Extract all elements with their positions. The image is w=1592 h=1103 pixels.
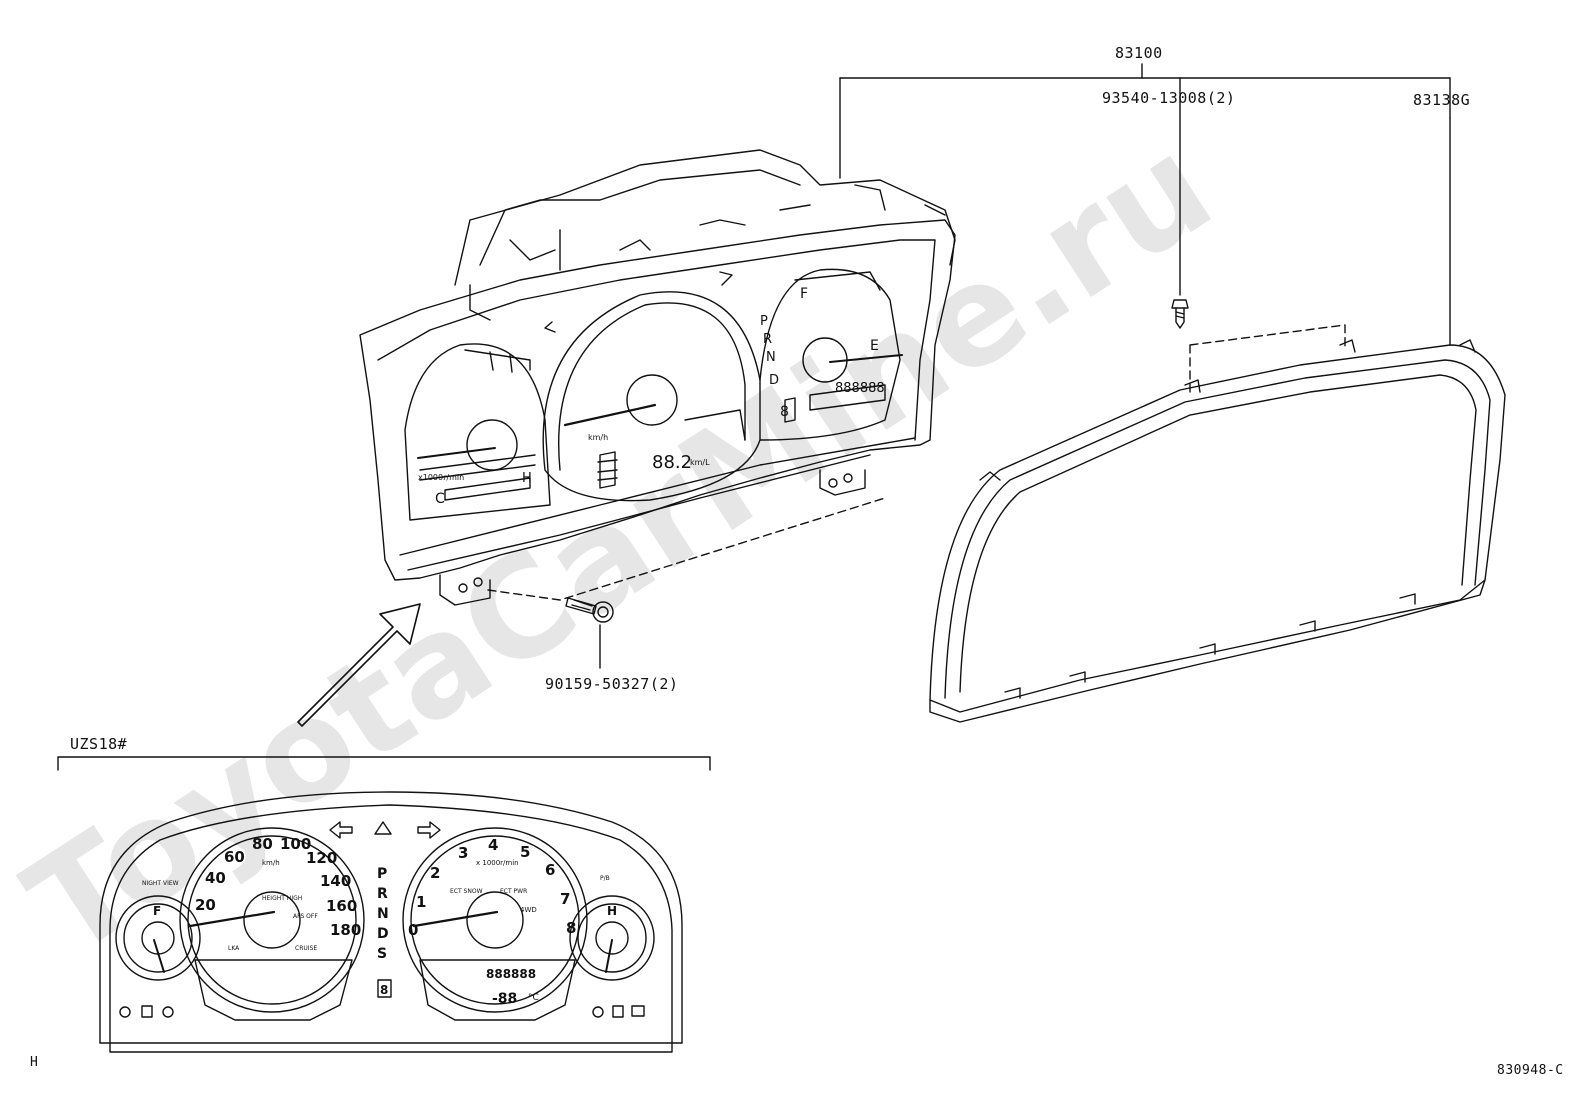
tach-tick-7: 7	[560, 890, 570, 908]
lower-gear-digit: 8	[380, 983, 388, 997]
callout-83100: 83100	[1115, 44, 1163, 62]
temp-cold-mark: C	[435, 491, 445, 507]
lower-temp-display: -88	[492, 991, 517, 1007]
callout-93540-13008: 93540-13008(2)	[1102, 89, 1236, 107]
cruise-label: CRUISE	[295, 945, 317, 952]
speed-tick-80: 80	[252, 835, 273, 853]
lower-gear-n: N	[377, 906, 389, 922]
lower-gear-r: R	[377, 886, 388, 902]
speed-tick-20: 20	[195, 896, 216, 914]
speed-unit: km/h	[588, 433, 608, 442]
lower-gear-p: P	[377, 866, 387, 882]
gear-n: N	[766, 350, 776, 365]
lower-speed-unit: km/h	[262, 859, 280, 867]
ect-pwr-label: ECT PWR	[500, 888, 527, 895]
lower-temp-hot: H	[607, 904, 617, 918]
lower-temp-gauge	[569, 895, 655, 981]
pb-label: P/B	[600, 875, 610, 882]
tach-unit: x1000r/min	[418, 473, 464, 482]
lower-temp-unit: °C	[528, 993, 539, 1003]
tach-dial	[404, 343, 551, 521]
fuel-dial	[759, 268, 901, 441]
variant-bracket	[57, 756, 711, 771]
tach-tick-4: 4	[488, 836, 498, 854]
meter-glass-part	[929, 324, 1506, 723]
gear-d: D	[769, 373, 779, 388]
speedometer-dial	[542, 291, 761, 502]
tach-tick-8: 8	[566, 919, 576, 937]
tach-tick-6: 6	[545, 861, 555, 879]
lower-fuel-full: F	[153, 904, 161, 918]
four-wd-label: 4WD	[520, 906, 537, 914]
gear-p: P	[760, 314, 768, 329]
callout-83138g: 83138G	[1413, 91, 1471, 109]
temp-hot-mark: H	[522, 471, 532, 486]
tach-tick-0: 0	[408, 921, 418, 939]
speed-tick-180: 180	[330, 921, 361, 939]
fuel-empty-mark: E	[870, 338, 879, 354]
lower-tach-unit: x 1000r/min	[476, 859, 519, 867]
height-high-label: HEIGHT HIGH	[262, 895, 302, 902]
speed-tick-100: 100	[280, 835, 311, 853]
callout-leaders	[599, 63, 1451, 669]
tach-tick-2: 2	[430, 864, 440, 882]
lka-label: LKA	[228, 945, 240, 952]
odo-unit: km/L	[690, 458, 710, 467]
lower-trip-display: 888888	[486, 967, 536, 981]
variant-label: UZS18#	[70, 735, 128, 753]
tach-tick-5: 5	[520, 843, 530, 861]
diagram-number: 830948-C	[1497, 1063, 1564, 1078]
night-view-label: NIGHT VIEW	[142, 880, 179, 887]
fuel-full-mark: F	[800, 286, 808, 302]
gear-digit: 8	[780, 404, 789, 420]
speed-tick-120: 120	[306, 849, 337, 867]
odo-display: 88.2	[652, 452, 692, 473]
trip-display: 888888	[835, 381, 885, 396]
gear-r: R	[763, 332, 772, 347]
lower-fuel-gauge	[115, 895, 201, 981]
view-direction-arrow	[297, 603, 421, 727]
afs-off-label: AFS OFF	[293, 913, 318, 920]
speed-tick-60: 60	[224, 848, 245, 866]
callout-90159-50327: 90159-50327(2)	[545, 675, 679, 693]
combination-meter-assembly	[359, 149, 956, 623]
screw-part	[1171, 299, 1189, 329]
lower-speedometer	[179, 827, 365, 1013]
tach-tick-1: 1	[416, 893, 426, 911]
speed-tick-140: 140	[320, 872, 351, 890]
ect-snow-label: ECT SNOW	[450, 888, 483, 895]
uzs18-cluster	[99, 791, 683, 1053]
watermark: ToyotaCarMine.ru	[0, 105, 1238, 987]
tapping-screw-part	[565, 597, 614, 623]
lower-gear-s: S	[377, 946, 387, 962]
speed-tick-160: 160	[326, 897, 357, 915]
speed-tick-40: 40	[205, 869, 226, 887]
lower-gear-d: D	[377, 926, 389, 942]
corner-mark-left: H	[30, 1055, 39, 1070]
tach-tick-3: 3	[458, 844, 468, 862]
lower-tachometer	[402, 827, 588, 1013]
